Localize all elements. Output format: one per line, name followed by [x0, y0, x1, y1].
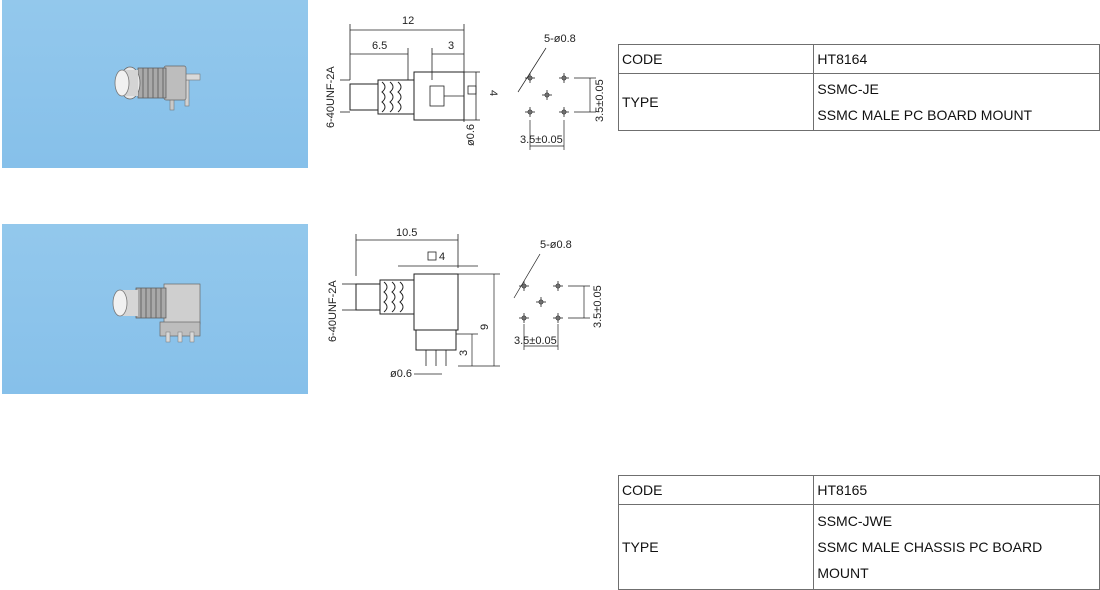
dim-holes: 5-ø0.8	[540, 239, 572, 251]
dim-square: 4	[487, 90, 499, 96]
type-row: TYPE SSMC-JWE SSMC MALE CHASSIS PC BOARD…	[617, 504, 1100, 590]
dim-height: 9	[479, 324, 491, 330]
code-label: CODE	[617, 44, 815, 74]
dimension-drawing-ht8165: 10.5 4 6-40UNF-2A 9 3 ø0.6 5-ø0.8	[327, 227, 604, 380]
type-label: TYPE	[617, 73, 815, 131]
type-line: SSMC-JWE	[817, 513, 893, 529]
spec-table-ht8165: CODE HT8165 TYPE SSMC-JWE SSMC MALE CHAS…	[617, 475, 1100, 590]
dim-pin: ø0.6	[390, 368, 412, 380]
dim-right: 3	[448, 40, 454, 52]
dim-pitch-vertical: 3.5±0.05	[594, 79, 606, 122]
code-label: CODE	[617, 475, 815, 505]
dim-holes: 5-ø0.8	[544, 33, 576, 45]
code-value: HT8164	[813, 44, 1100, 74]
product-photo-ht8164	[2, 0, 308, 168]
dim-pitch-vertical: 3.5±0.05	[592, 285, 604, 328]
dim-pitch-horizontal: 3.5±0.05	[514, 335, 557, 347]
dim-overall: 10.5	[396, 227, 417, 239]
dim-pin: ø0.6	[465, 124, 477, 146]
code-value: HT8165	[813, 475, 1100, 505]
dim-thread: 6-40UNF-2A	[327, 280, 339, 342]
type-line: MOUNT	[817, 565, 869, 581]
product-row-ht8164: 12 6.5 3 6-40UNF-2A 4 ø0.6 5-ø0.8	[0, 0, 1100, 170]
type-value: SSMC-JWE SSMC MALE CHASSIS PC BOARD MOUN…	[813, 504, 1100, 590]
type-value: SSMC-JE SSMC MALE PC BOARD MOUNT	[813, 73, 1100, 131]
connector-right-angle-image	[112, 283, 201, 343]
product-row-ht8165: 10.5 4 6-40UNF-2A 9 3 ø0.6 5-ø0.8	[0, 224, 1100, 590]
dim-thread: 6-40UNF-2A	[325, 66, 337, 128]
code-row: CODE HT8165	[617, 475, 1100, 505]
type-label: TYPE	[617, 504, 815, 590]
type-line: SSMC MALE PC BOARD MOUNT	[817, 107, 1033, 123]
type-line: SSMC MALE CHASSIS PC BOARD	[817, 539, 1043, 555]
code-row: CODE HT8164	[617, 44, 1100, 74]
dim-overall: 12	[402, 15, 414, 27]
type-row: TYPE SSMC-JE SSMC MALE PC BOARD MOUNT	[617, 73, 1100, 131]
dim-leg: 3	[458, 350, 470, 356]
dim-square: 4	[439, 251, 445, 263]
dim-left: 6.5	[372, 40, 387, 52]
type-line: SSMC-JE	[817, 81, 879, 97]
product-photo-ht8165	[2, 224, 308, 394]
spec-table-ht8164: CODE HT8164 TYPE SSMC-JE SSMC MALE PC BO…	[617, 44, 1100, 131]
dimension-drawing-ht8164: 12 6.5 3 6-40UNF-2A 4 ø0.6 5-ø0.8	[325, 15, 606, 150]
dim-pitch-horizontal: 3.5±0.05	[520, 134, 563, 146]
connector-straight-image	[114, 65, 201, 111]
